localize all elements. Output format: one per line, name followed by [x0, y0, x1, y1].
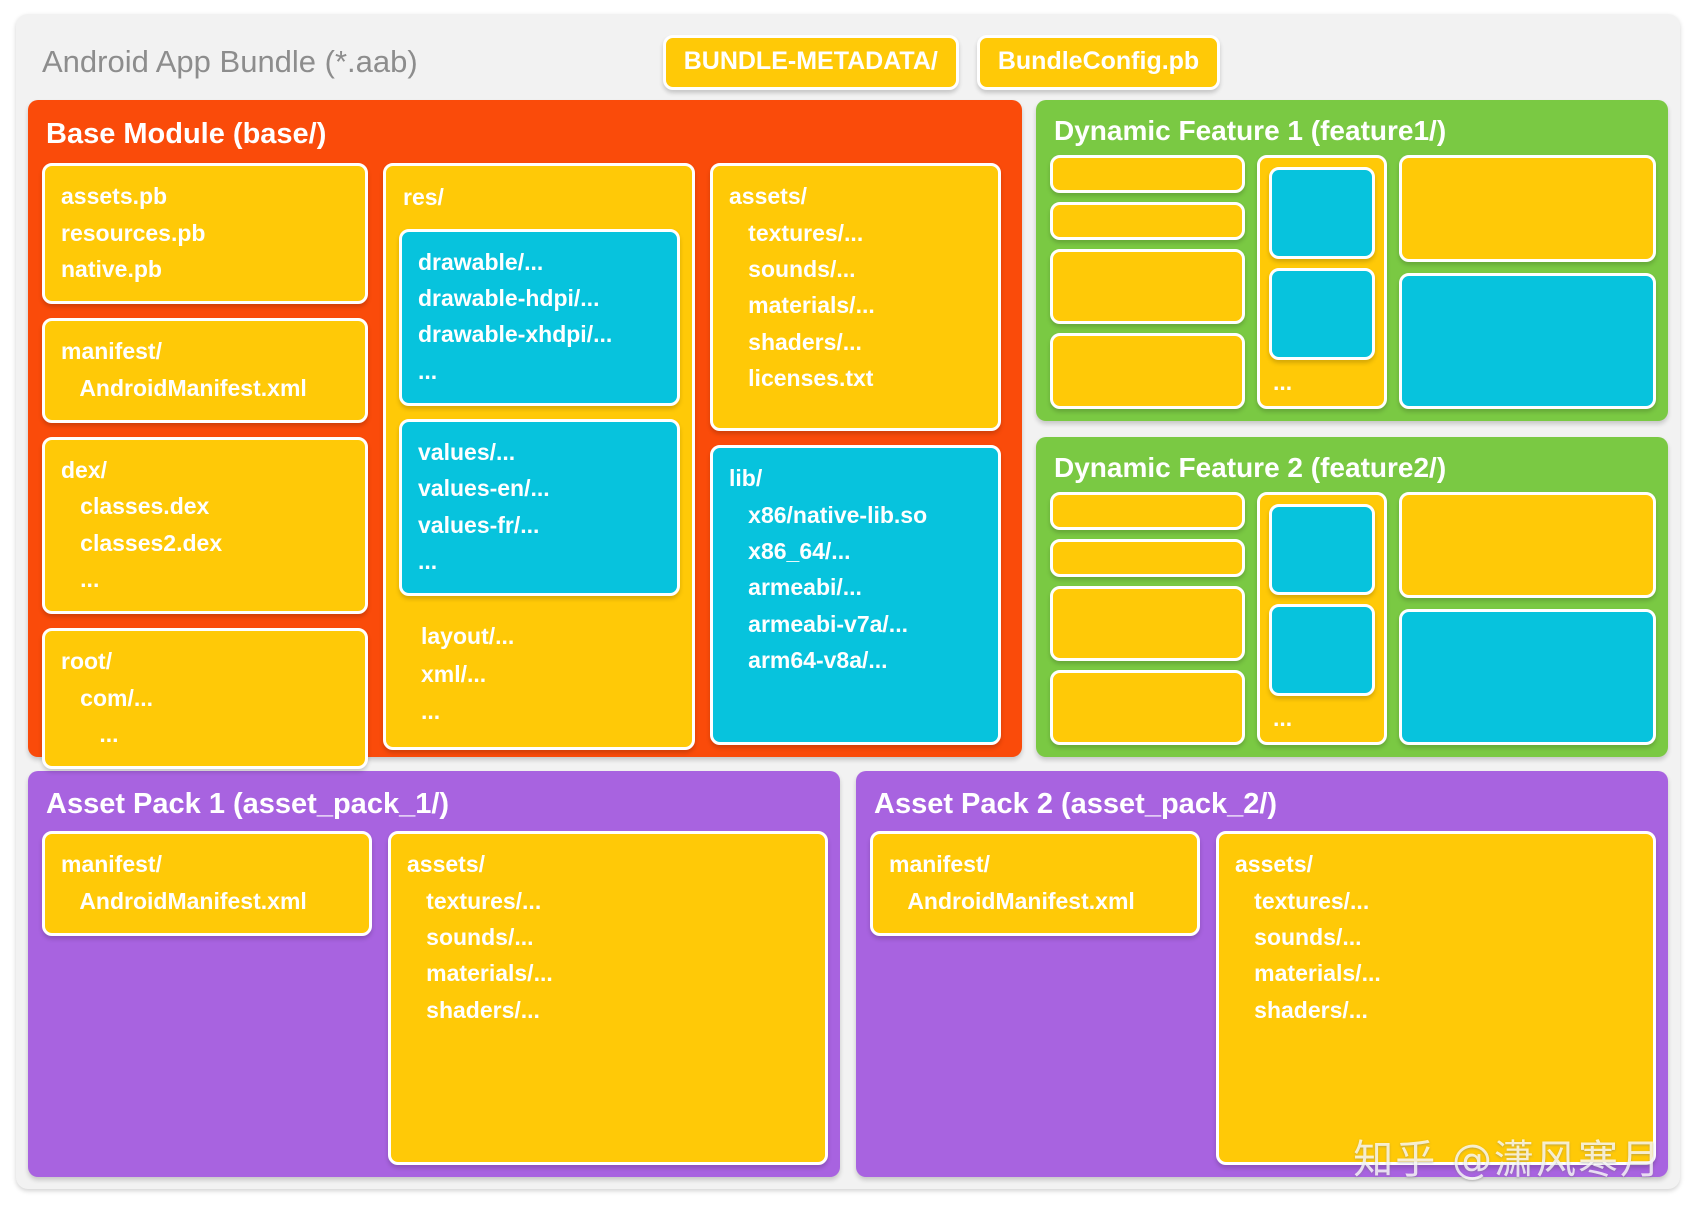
- feature2-res-placeholder: [1269, 604, 1375, 697]
- asset-pack-1-title: Asset Pack 1 (asset_pack_1/): [46, 788, 450, 820]
- feature1-placeholder-card: [1050, 249, 1245, 325]
- card-res-values: values/... values-en/... values-fr/... .…: [399, 419, 680, 597]
- card-lib: lib/ x86/native-lib.so x86_64/... armeab…: [710, 445, 1001, 745]
- feature2-left-stack: [1050, 491, 1245, 746]
- asset-pack-1-manifest-card: manifest/ AndroidManifest.xml: [42, 831, 372, 937]
- feature1-placeholder-card: [1050, 202, 1245, 241]
- base-module-panel: Base Module (base/) assets.pb resources.…: [28, 100, 1022, 770]
- feature2-res-group: ...: [1257, 491, 1387, 745]
- page-title: Android App Bundle (*.aab): [42, 44, 418, 79]
- asset-pack-1-panel: Asset Pack 1 (asset_pack_1/) manifest/ A…: [28, 771, 840, 1177]
- feature1-res-group: ...: [1257, 155, 1387, 409]
- dynamic-feature-2-grid: ...: [1050, 491, 1656, 746]
- bundle-header-badges: BUNDLE-METADATA/ BundleConfig.pb: [662, 34, 1221, 90]
- android-app-bundle-panel: Android App Bundle (*.aab) BUNDLE-METADA…: [16, 14, 1680, 1189]
- asset-pack-2-columns: manifest/ AndroidManifest.xml assets/ te…: [870, 831, 1656, 1165]
- base-column-res: res/ drawable/... drawable-hdpi/... draw…: [383, 163, 695, 751]
- base-module-title: Base Module (base/): [46, 118, 327, 150]
- feature2-placeholder-card: [1050, 585, 1245, 661]
- asset-pack-2-title: Asset Pack 2 (asset_pack_2/): [874, 788, 1278, 820]
- badge-bundle-config: BundleConfig.pb: [976, 34, 1221, 90]
- dynamic-feature-1-title: Dynamic Feature 1 (feature1/): [1054, 115, 1447, 146]
- card-manifest: manifest/ AndroidManifest.xml: [42, 318, 368, 424]
- asset-pack-2-manifest-card: manifest/ AndroidManifest.xml: [870, 831, 1200, 937]
- feature1-lib-placeholder: [1399, 272, 1656, 409]
- asset-pack-2-assets-card: assets/ textures/... sounds/... material…: [1216, 831, 1656, 1165]
- feature1-right-stack: [1399, 155, 1656, 409]
- card-assets: assets/ textures/... sounds/... material…: [710, 163, 1001, 432]
- base-column-metadata: assets.pb resources.pb native.pb manifes…: [42, 163, 368, 770]
- feature1-left-stack: [1050, 155, 1245, 409]
- feature2-placeholder-card: [1050, 669, 1245, 746]
- feature2-ellipsis: ...: [1273, 705, 1293, 732]
- feature1-res-placeholder: [1269, 167, 1375, 259]
- feature2-placeholder-card: [1050, 491, 1245, 530]
- feature2-res-placeholder: [1269, 503, 1375, 596]
- bundle-main-row: Base Module (base/) assets.pb resources.…: [28, 100, 1668, 770]
- feature2-assets-placeholder: [1399, 491, 1656, 599]
- dynamic-feature-2-title: Dynamic Feature 2 (feature2/): [1054, 451, 1447, 483]
- feature1-placeholder-card: [1050, 155, 1245, 194]
- asset-packs-row: Asset Pack 1 (asset_pack_1/) manifest/ A…: [28, 771, 1668, 1177]
- card-res-tail: layout/... xml/... ...: [421, 623, 515, 724]
- feature2-lib-placeholder: [1399, 609, 1656, 745]
- card-dex: dex/ classes.dex classes2.dex ...: [42, 437, 368, 615]
- feature1-res-placeholder: [1269, 267, 1375, 360]
- card-pb-files: assets.pb resources.pb native.pb: [42, 163, 368, 305]
- feature2-right-stack: [1399, 491, 1656, 745]
- dynamic-feature-1-grid: ...: [1050, 155, 1656, 409]
- dynamic-feature-column: Dynamic Feature 1 (feature1/) ...: [1036, 100, 1668, 757]
- base-column-assets-lib: assets/ textures/... sounds/... material…: [710, 163, 1001, 745]
- feature2-placeholder-card: [1050, 538, 1245, 577]
- badge-bundle-metadata: BUNDLE-METADATA/: [662, 34, 959, 90]
- asset-pack-2-panel: Asset Pack 2 (asset_pack_2/) manifest/ A…: [856, 771, 1668, 1177]
- card-root: root/ com/... ...: [42, 628, 368, 770]
- card-res-drawable: drawable/... drawable-hdpi/... drawable-…: [399, 228, 680, 407]
- dynamic-feature-2-panel: Dynamic Feature 2 (feature2/) ...: [1036, 436, 1668, 757]
- card-res: res/ drawable/... drawable-hdpi/... draw…: [383, 163, 695, 751]
- asset-pack-1-columns: manifest/ AndroidManifest.xml assets/ te…: [42, 831, 828, 1165]
- dynamic-feature-1-panel: Dynamic Feature 1 (feature1/) ...: [1036, 100, 1668, 421]
- bundle-header: Android App Bundle (*.aab) BUNDLE-METADA…: [28, 24, 1668, 100]
- base-module-columns: assets.pb resources.pb native.pb manifes…: [42, 163, 1010, 770]
- feature1-placeholder-card: [1050, 333, 1245, 409]
- asset-pack-1-assets-card: assets/ textures/... sounds/... material…: [388, 831, 828, 1165]
- feature1-assets-placeholder: [1399, 155, 1656, 262]
- card-res-label: res/: [403, 184, 444, 211]
- feature1-ellipsis: ...: [1273, 368, 1293, 395]
